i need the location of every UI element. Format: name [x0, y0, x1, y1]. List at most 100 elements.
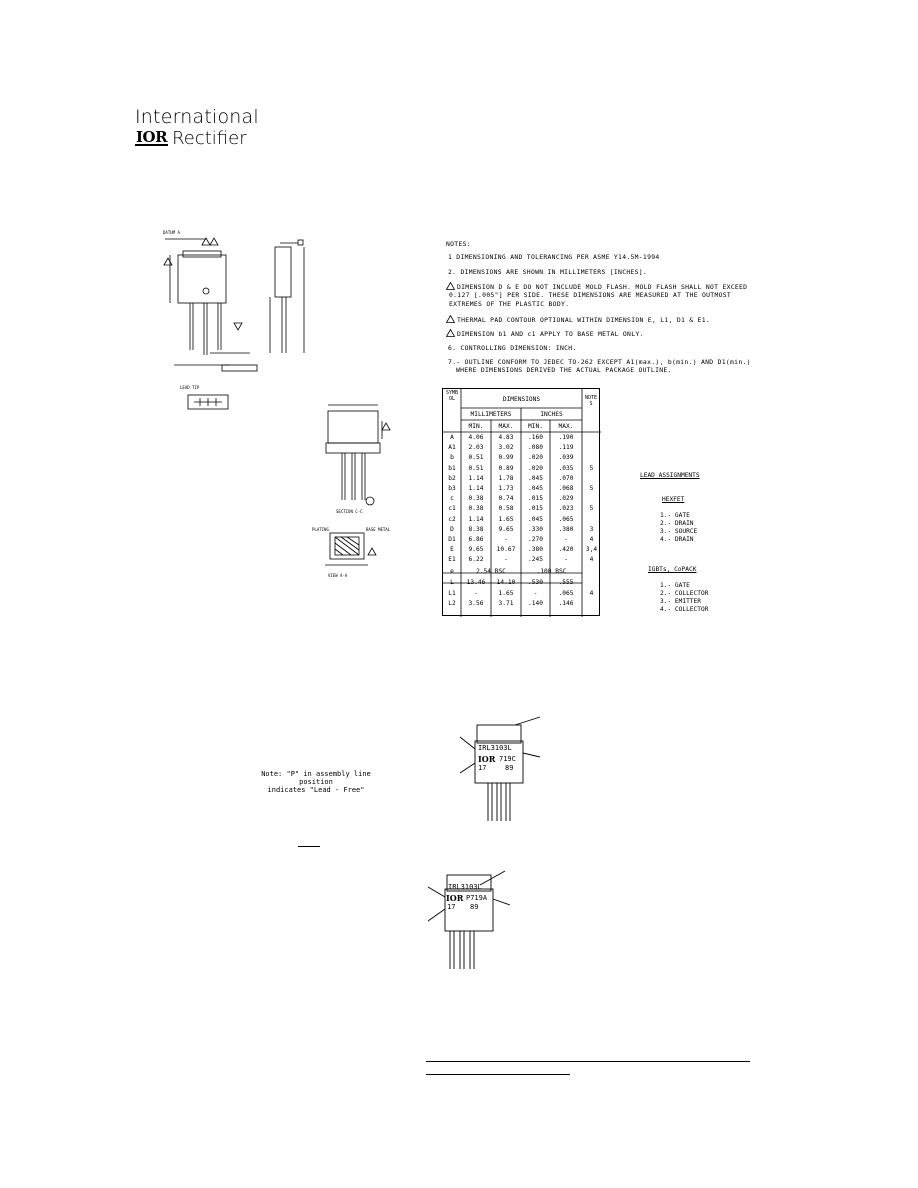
mm-min-header: MIN.	[468, 423, 484, 430]
cell-mm-min: 2.03	[468, 444, 484, 452]
view-label: VIEW A-A	[328, 573, 348, 578]
igbt-title: IGBTs, CoPACK	[648, 566, 697, 573]
cell-in-max: .420	[558, 546, 574, 554]
cell-in-min: .045	[528, 485, 543, 492]
cell-in-max: .068	[558, 485, 574, 492]
cell-mm-max: 0.99	[498, 454, 514, 462]
lead-free-note: Note: "P" in assembly line position indi…	[246, 770, 386, 794]
cell-in-max: .380	[558, 525, 574, 533]
cell-symbol: b2	[448, 474, 456, 482]
hexfet-list: 1.- GATE 2.- DRAIN 3.- SOURCE 4.- DRAIN	[660, 512, 697, 544]
ior-logo-mark: IOR	[135, 128, 169, 146]
inches-header: INCHES	[540, 411, 563, 418]
cell-mm-max: 0.89	[498, 464, 514, 472]
company-logo: IOR Rectifier	[135, 128, 247, 149]
cell-in-min: .045	[528, 515, 543, 523]
cell-mm-min: 6.22	[468, 556, 484, 564]
cell-mm-min: 9.65	[468, 546, 484, 554]
note-2: 2. DIMENSIONS ARE SHOWN IN MILLIMETERS […	[448, 268, 648, 276]
datum-label: DATUM A	[163, 230, 180, 235]
pkg1-part-number: IRL3103L	[478, 744, 512, 752]
millimeters-header: MILLIMETERS	[470, 411, 512, 418]
cell-mm-max: 3.71	[498, 599, 514, 607]
hexfet-lead-1: 1.- GATE	[660, 512, 690, 519]
package-marking-example-1	[459, 716, 541, 821]
note-4-triangle-icon	[446, 315, 455, 323]
cell-in-max: .190	[558, 434, 574, 441]
notes-column-header: NOTES	[584, 395, 598, 407]
cell-in-min: .045	[528, 474, 543, 482]
dimensions-header: DIMENSIONS	[502, 396, 541, 403]
cell-symbol: b3	[448, 485, 456, 492]
footer-rule-long	[426, 1061, 750, 1062]
cell-note: 5	[589, 485, 594, 492]
cell-note: 4	[589, 536, 594, 543]
cell-in-max: .555	[558, 579, 574, 587]
cell-mm-max: 0.74	[498, 495, 514, 503]
base-metal-label: BASE METAL	[366, 527, 391, 532]
cell-note: 3,4	[585, 546, 598, 554]
cell-in-min: .380	[528, 546, 543, 554]
note-3-triangle-icon	[446, 282, 455, 290]
in-max-header: MAX.	[558, 423, 574, 430]
cell-in-max: .035	[558, 464, 574, 472]
cell-mm-max: 1.78	[498, 474, 514, 482]
cell-in-min: .245	[528, 556, 543, 564]
cell-note: 3	[589, 525, 594, 533]
cell-mm-max: 3.02	[498, 444, 514, 452]
cell-in-max: .146	[558, 599, 574, 607]
note-7: 7.- OUTLINE CONFORM TO JEDEC TO-262 EXCE…	[448, 358, 751, 366]
cell-mm-max: 4.83	[498, 434, 514, 441]
cell-mm-min: 6.86	[468, 536, 484, 543]
cell-in-min: .100 BSC	[536, 568, 567, 576]
cell-in-max: .023	[558, 505, 574, 513]
pkg2-lot: 17	[447, 903, 456, 911]
cell-in-min: .140	[528, 599, 543, 607]
note-4: THERMAL PAD CONTOUR OPTIONAL WITHIN DIME…	[446, 315, 710, 324]
pkg1-ior-mark: IOR	[478, 754, 496, 764]
cell-symbol: D	[450, 525, 454, 533]
package-marking-example-2	[427, 870, 511, 969]
dimensions-table: SYMBOL DIMENSIONS MILLIMETERS INCHES MIN…	[442, 388, 601, 617]
hexfet-lead-4: 4.- DRAIN	[660, 536, 694, 543]
cell-mm-max: 9.65	[498, 525, 514, 533]
cell-symbol: c1	[448, 505, 456, 513]
note-5: DIMENSION b1 AND c1 APPLY TO BASE METAL …	[446, 329, 644, 338]
cell-symbol: E	[450, 546, 454, 554]
cell-mm-min: -	[474, 589, 478, 597]
cell-symbol: L2	[448, 599, 456, 607]
symbol-header: SYMBOL	[445, 390, 459, 402]
note-1: 1 DIMENSIONING AND TOLERANCING PER ASME …	[448, 253, 660, 261]
cell-symbol: c	[450, 495, 454, 503]
cell-mm-min: 4.06	[468, 434, 484, 441]
cell-mm-max: 1.73	[498, 485, 514, 492]
cell-symbol: A	[450, 434, 454, 441]
section-label: SECTION C-C	[336, 509, 363, 514]
igbt-list: 1.- GATE 2.- COLLECTOR 3.- EMITTER 4.- C…	[660, 582, 708, 614]
hexfet-lead-2: 2.- DRAIN	[660, 520, 694, 527]
note-3-line-3: EXTREMES OF THE PLASTIC BODY.	[449, 300, 570, 308]
cell-in-min: .015	[528, 495, 543, 503]
cell-mm-max: 0.58	[498, 505, 514, 513]
cell-in-min: .015	[528, 505, 543, 513]
igbt-lead-2: 2.- COLLECTOR	[660, 590, 709, 597]
lead-tip-label: LEAD TIP	[180, 385, 200, 390]
cell-mm-min: 8.38	[468, 525, 484, 533]
igbt-lead-3: 3.- EMITTER	[660, 598, 701, 605]
lead-assignments-title: LEAD ASSIGNMENTS	[640, 472, 700, 479]
cell-mm-min: 1.14	[468, 474, 484, 482]
cell-note: 5	[589, 464, 594, 472]
note-7-line-2: WHERE DIMENSIONS DERIVED THE ACTUAL PACK…	[456, 366, 672, 374]
cell-symbol: L1	[448, 589, 456, 597]
cell-mm-min: 13.46	[466, 579, 486, 587]
cell-note: 5	[589, 505, 594, 513]
pkg2-ior-mark: IOR	[446, 893, 464, 903]
pkg1-lot: 17	[478, 764, 487, 772]
pkg2-part-number: IRL3103L	[448, 883, 482, 891]
